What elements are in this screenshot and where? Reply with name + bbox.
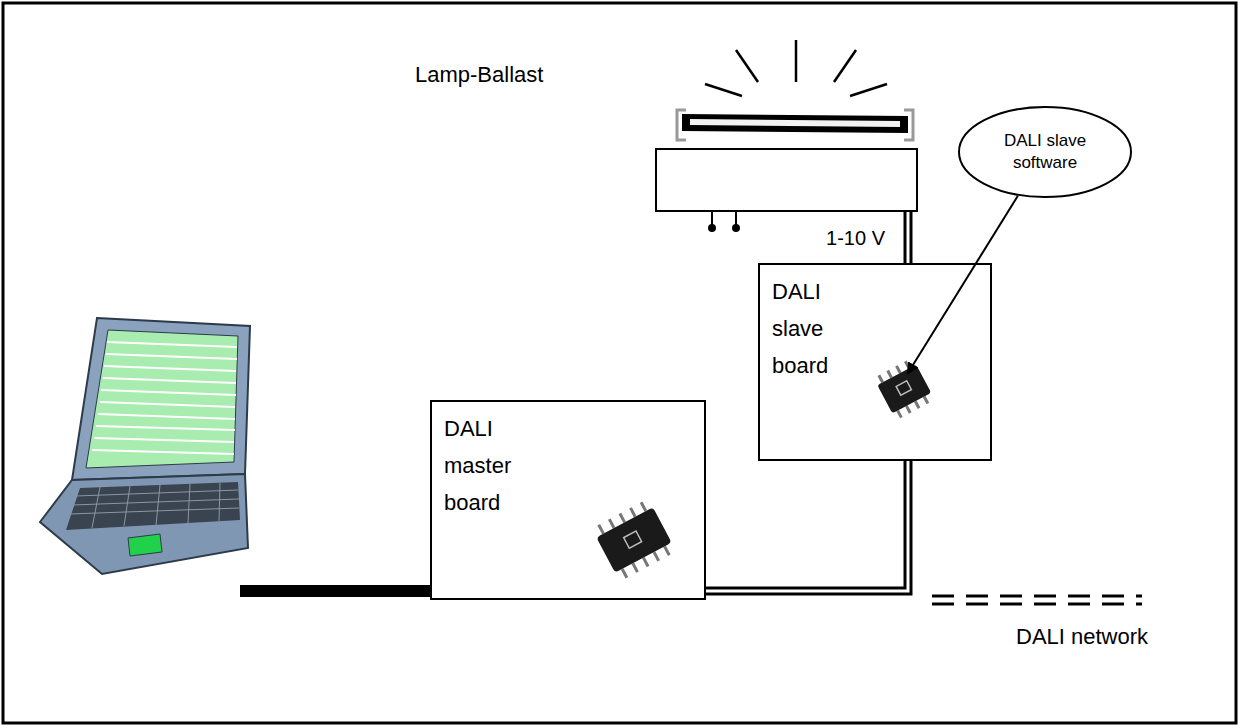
network-dashes <box>932 596 1142 604</box>
light-rays <box>705 40 887 96</box>
network-label: DALI network <box>1013 624 1151 650</box>
callout-bubble: DALI slave software <box>958 106 1132 198</box>
board-label: DALI slave board <box>772 273 828 384</box>
edge-label: 1-10 V <box>823 226 888 250</box>
connector <box>908 212 909 263</box>
frame <box>3 3 1236 723</box>
lamp-tube <box>677 110 913 140</box>
board-label: DALI master board <box>444 410 511 521</box>
chip-icon <box>592 498 677 581</box>
master-board: DALI master board <box>430 400 706 600</box>
ballast-terminals <box>709 212 739 231</box>
callout-text: DALI slave software <box>989 130 1101 174</box>
usb-cable <box>240 585 432 597</box>
chip-icon <box>874 357 935 420</box>
ellipse-outline <box>958 106 1132 198</box>
slave-board: DALI slave board <box>758 263 992 461</box>
laptop <box>40 318 250 574</box>
connector <box>908 196 1018 373</box>
ballast-box: Lamp-Ballast <box>655 148 918 212</box>
node-label: Lamp-Ballast <box>415 60 543 90</box>
connector <box>706 461 908 591</box>
